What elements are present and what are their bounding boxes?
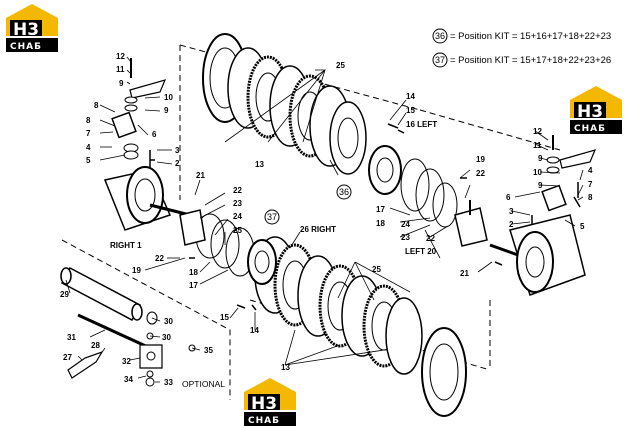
callout-9b: 9 <box>164 106 169 115</box>
callout-5b: 5 <box>580 222 585 231</box>
label-right-1: RIGHT 1 <box>110 241 142 250</box>
callout-24b: 24 <box>401 220 410 229</box>
kit-markers: 36 37 <box>264 184 352 225</box>
callout-25c: 25 <box>372 265 381 274</box>
callout-31: 31 <box>67 333 76 342</box>
callout-7b: 7 <box>588 180 593 189</box>
watermark-text: СНАБ <box>10 42 42 52</box>
callout-29: 29 <box>60 290 69 299</box>
callout-5: 5 <box>86 156 91 165</box>
callout-13b: 13 <box>281 363 290 372</box>
legend-36-text: = Position KIT = 15+16+17+18+22+23 <box>450 31 611 42</box>
callout-30b: 30 <box>162 333 171 342</box>
callout-8b: 8 <box>86 116 91 125</box>
callout-12: 12 <box>116 52 125 61</box>
callout-11b: 11 <box>533 141 542 150</box>
callout-14: 14 <box>406 92 415 101</box>
callout-19: 19 <box>132 266 141 275</box>
marker-37: 37 <box>267 212 277 222</box>
callout-25a: 25 <box>233 226 242 235</box>
callout-34: 34 <box>124 375 133 384</box>
callout-10b: 10 <box>533 168 542 177</box>
callout-28: 28 <box>91 341 100 350</box>
callout-8c: 8 <box>588 193 593 202</box>
callout-7: 7 <box>86 129 91 138</box>
left-axle-housing <box>103 58 191 231</box>
callout-9c: 9 <box>538 154 543 163</box>
callout-6: 6 <box>152 130 157 139</box>
marker-36: 36 <box>339 187 349 197</box>
callout-23b: 23 <box>401 233 410 242</box>
legend-37-number: 37 <box>435 55 445 65</box>
callout-27: 27 <box>63 353 72 362</box>
watermark-letters-3: H3 <box>251 394 277 414</box>
legend-36-number: 36 <box>435 31 445 41</box>
watermark-letters: H3 <box>13 20 39 40</box>
callout-2b: 2 <box>509 220 514 229</box>
callout-8: 8 <box>94 101 99 110</box>
legend-37-text: = Position KIT = 15+17+18+22+23+26 <box>450 55 611 66</box>
callout-4b: 4 <box>588 166 593 175</box>
callout-24: 24 <box>233 212 242 221</box>
callout-6b: 6 <box>506 193 511 202</box>
callout-22d: 22 <box>476 169 485 178</box>
watermark-letters-2: H3 <box>577 102 603 122</box>
callout-10: 10 <box>164 93 173 102</box>
lower-disc-stack <box>254 236 467 417</box>
callout-21b: 21 <box>460 269 469 278</box>
watermark-text-2: СНАБ <box>574 124 606 134</box>
callout-22c: 22 <box>426 234 435 243</box>
callout-17: 17 <box>189 281 198 290</box>
callout-3b: 3 <box>509 207 514 216</box>
label-optional: OPTIONAL <box>182 379 225 389</box>
callout-9d: 9 <box>538 181 543 190</box>
callout-21: 21 <box>196 171 205 180</box>
callout-15: 15 <box>406 106 415 115</box>
optional-parts <box>60 266 196 387</box>
callout-9: 9 <box>119 79 124 88</box>
label-26-right: 26 RIGHT <box>300 225 336 234</box>
callout-22: 22 <box>233 186 242 195</box>
callout-11: 11 <box>116 65 125 74</box>
label-16-left: 16 LEFT <box>406 120 437 129</box>
callout-33: 33 <box>164 378 173 387</box>
callout-15b: 15 <box>220 313 229 322</box>
callout-numbers: 12 11 9 8 10 9 8 7 6 4 5 3 2 21 22 23 24… <box>60 52 593 389</box>
callout-4: 4 <box>86 143 91 152</box>
small-bolts <box>149 123 581 311</box>
watermark-logo-top-left: H3 СНАБ <box>6 4 58 52</box>
callout-14b: 14 <box>250 326 259 335</box>
callout-18b: 18 <box>376 219 385 228</box>
callout-23: 23 <box>233 199 242 208</box>
leader-lines <box>65 56 584 383</box>
label-left-20: LEFT 20 <box>405 247 437 256</box>
callout-32: 32 <box>122 357 131 366</box>
kit-legend: 36 = Position KIT = 15+16+17+18+22+23 37… <box>432 28 611 68</box>
callout-12b: 12 <box>533 127 542 136</box>
callout-25b: 25 <box>336 61 345 70</box>
callout-19b: 19 <box>476 155 485 164</box>
watermark-text-3: СНАБ <box>248 416 280 426</box>
callout-2: 2 <box>175 159 180 168</box>
upper-disc-stack <box>202 33 367 175</box>
callout-3: 3 <box>175 146 180 155</box>
watermark-logo-bottom: H3 СНАБ <box>244 378 296 426</box>
callout-17b: 17 <box>376 205 385 214</box>
right-axle-housing <box>489 135 597 296</box>
callout-13a: 13 <box>255 160 264 169</box>
shafts <box>179 200 488 247</box>
callout-18: 18 <box>189 268 198 277</box>
middle-rings <box>195 145 458 285</box>
callout-35: 35 <box>204 346 213 355</box>
callout-30: 30 <box>164 317 173 326</box>
callout-22b: 22 <box>155 254 164 263</box>
watermark-logo-right: H3 СНАБ <box>570 86 622 134</box>
